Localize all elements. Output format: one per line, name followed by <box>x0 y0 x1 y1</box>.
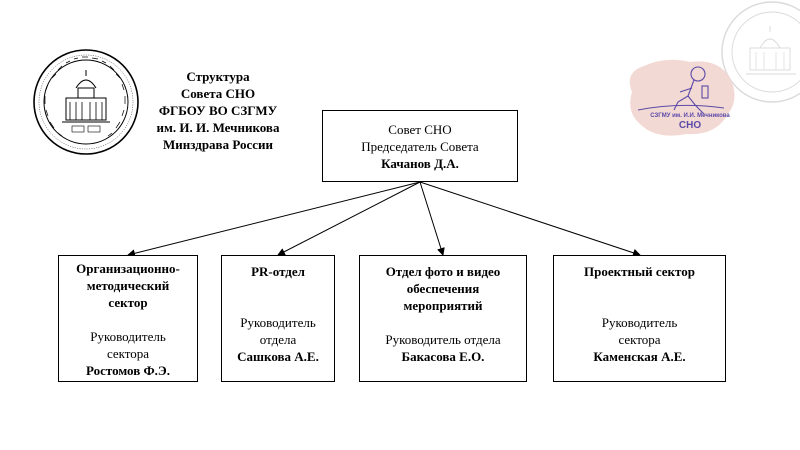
sno-caption-small: СЗГМУ им. И.И. Мечникова <box>650 113 730 119</box>
node-name-line: мероприятий <box>403 298 483 313</box>
sno-logo-icon <box>629 59 735 136</box>
title-line: Совета СНО <box>180 86 256 101</box>
council-head: Качанов Д.А. <box>381 156 459 171</box>
node-head: Бакасова Е.О. <box>401 349 485 364</box>
title-line: Структура <box>186 69 250 84</box>
node-name-line: методический <box>86 278 170 293</box>
arrow-to-project <box>419 181 641 257</box>
arrow-to-photo-video <box>419 181 445 256</box>
node-name-line: Отдел фото и видео <box>385 264 501 279</box>
node-head: Каменская А.Е. <box>593 349 686 364</box>
node-name-line: сектор <box>108 295 148 310</box>
project-sector-node: Проектный сектор Руководитель сектора Ка… <box>553 255 726 382</box>
sno-caption-big: СНО <box>678 120 702 131</box>
photo-video-department-node: Отдел фото и видео обеспечения мероприят… <box>359 255 527 382</box>
node-role-line: Руководитель <box>90 329 166 344</box>
node-name-line: PR-отдел <box>251 264 305 279</box>
node-role-line: отдела <box>259 332 297 347</box>
node-name-line: обеспечения <box>406 281 480 296</box>
title-line: ФГБОУ ВО СЗГМУ <box>158 103 278 118</box>
council-role: Председатель Совета <box>361 139 479 154</box>
council-name: Совет СНО <box>388 122 452 137</box>
sno-caption: СЗГМУ им. И.И. Мечникова СНО <box>642 112 738 132</box>
council-node: Совет СНО Председатель Совета Качанов Д.… <box>322 110 518 182</box>
university-seal-watermark-icon <box>721 1 800 103</box>
org-method-sector-node: Организационно- методический сектор Руко… <box>58 255 198 382</box>
node-role-line: Руководитель <box>240 315 316 330</box>
title-line: им. И. И. Мечникова <box>156 120 280 135</box>
node-role-line: Руководитель <box>601 315 678 330</box>
node-role-line: сектора <box>618 332 661 347</box>
node-head: Ростомов Ф.Э. <box>86 363 170 378</box>
university-seal-icon <box>33 49 139 155</box>
diagram-title: Структура Совета СНО ФГБОУ ВО СЗГМУ им. … <box>118 68 318 153</box>
arrow-to-org-method <box>127 181 421 258</box>
node-role-line: сектора <box>106 346 150 361</box>
node-role-line: Руководитель отдела <box>385 332 501 347</box>
pr-department-node: PR-отдел Руководитель отдела Сашкова А.Е… <box>221 255 335 382</box>
arrow-to-pr <box>277 181 421 256</box>
title-line: Минздрава России <box>163 137 273 152</box>
node-head: Сашкова А.Е. <box>237 349 319 364</box>
node-name-line: Организационно- <box>76 261 180 276</box>
node-name-line: Проектный сектор <box>583 264 695 279</box>
